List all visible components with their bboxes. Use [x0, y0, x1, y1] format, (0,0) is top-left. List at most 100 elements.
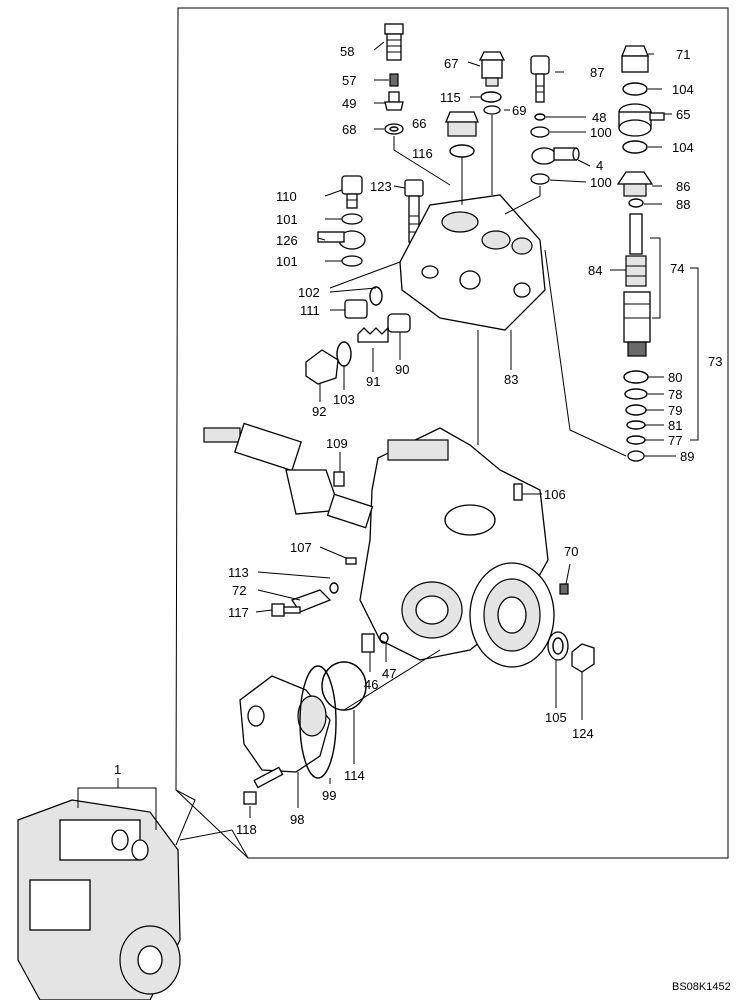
part-83-head-block [399, 194, 546, 331]
callout-65: 65 [676, 107, 690, 122]
part-101-washer-lower [341, 255, 363, 267]
callout-48: 48 [592, 110, 606, 125]
callout-57: 57 [342, 73, 356, 88]
part-46-valve [361, 633, 375, 653]
overview-pump-illustration [17, 799, 181, 1000]
part-92-plug [305, 349, 339, 385]
part-57-spring [389, 73, 399, 87]
part-77-oring [626, 435, 646, 445]
frame-outline [175, 7, 729, 859]
part-100-washer-lower [530, 173, 550, 185]
part-87-bolt [530, 55, 550, 103]
part-126-banjo [317, 230, 366, 250]
callout-92: 92 [312, 404, 326, 419]
callout-113: 113 [228, 565, 249, 580]
part-101-washer [341, 213, 363, 225]
part-100-washer [530, 126, 550, 138]
callout-115: 115 [440, 90, 461, 105]
callout-86: 86 [676, 179, 690, 194]
overview-bracket [77, 787, 157, 830]
callout-118: 118 [236, 822, 257, 837]
drive-flange [469, 562, 555, 668]
bracket-74 [650, 237, 661, 319]
part-67-plug [478, 51, 506, 87]
part-123-bolt [404, 179, 424, 243]
callout-111: 111 [300, 303, 320, 318]
part-105-washer [547, 631, 569, 661]
callout-49: 49 [342, 96, 356, 111]
part-111-plug [344, 299, 368, 319]
part-71-cap [621, 45, 649, 73]
part-91-spring [357, 326, 389, 343]
callout-109: 109 [326, 436, 348, 451]
callout-68: 68 [342, 122, 356, 137]
part-65-collar [618, 103, 665, 137]
callout-123: 123 [370, 179, 392, 194]
callout-71: 71 [676, 47, 690, 62]
overview-leader [175, 789, 196, 846]
bracket-73 [690, 267, 699, 441]
callout-101-lower: 101 [276, 254, 298, 269]
callout-79: 79 [668, 403, 682, 418]
callout-106: 106 [544, 487, 566, 502]
part-74-plunger-assembly [623, 213, 651, 357]
part-68-washer [384, 123, 404, 135]
part-118-bolt [243, 766, 284, 805]
callout-116: 116 [412, 146, 433, 161]
callout-103: 103 [333, 392, 355, 407]
callout-72: 72 [232, 583, 246, 598]
callout-117: 117 [228, 605, 249, 620]
drawing-code: BS08K1452 [672, 981, 731, 993]
part-114-oring [321, 661, 367, 711]
part-99-gasket [299, 665, 337, 779]
callout-78: 78 [668, 387, 682, 402]
part-116-oring [449, 144, 475, 158]
callout-89: 89 [680, 449, 694, 464]
part-115-oring [480, 91, 502, 103]
callout-98: 98 [290, 812, 304, 827]
part-78-oring [624, 388, 648, 400]
part-79-oring [625, 404, 647, 416]
part-89-washer [627, 450, 645, 462]
overview-label: 1 [114, 762, 121, 777]
callout-74: 74 [670, 261, 684, 276]
camshaft [203, 422, 374, 529]
callout-47: 47 [382, 666, 396, 681]
callout-104-lower: 104 [672, 140, 694, 155]
callout-80: 80 [668, 370, 682, 385]
callout-77: 77 [668, 433, 682, 448]
callout-66: 66 [412, 116, 426, 131]
callout-99: 99 [322, 788, 336, 803]
callout-69: 69 [512, 103, 526, 118]
callout-73: 73 [708, 354, 722, 369]
callout-107: 107 [290, 540, 312, 555]
callout-81: 81 [668, 418, 682, 433]
callout-90: 90 [395, 362, 409, 377]
part-113-oring [329, 582, 339, 594]
part-107-pin [345, 557, 357, 565]
callout-114: 114 [344, 768, 365, 783]
part-104-oring [622, 82, 648, 96]
callout-124: 124 [572, 726, 594, 741]
callout-70: 70 [564, 544, 578, 559]
callout-110: 110 [276, 189, 297, 204]
callout-100: 100 [590, 125, 612, 140]
part-47-oring [379, 632, 389, 644]
part-109-key [333, 471, 345, 487]
callout-101: 101 [276, 212, 298, 227]
part-58-connector [384, 23, 404, 61]
part-117-bolt [271, 603, 301, 617]
part-102-gasket [369, 286, 383, 306]
part-104-oring-lower [622, 140, 648, 154]
part-69-washer [483, 105, 501, 115]
callout-58: 58 [340, 44, 354, 59]
part-86-valve-holder [616, 171, 654, 197]
part-48-oring [534, 113, 546, 121]
part-4-banjo [531, 147, 580, 165]
callout-67: 67 [444, 56, 458, 71]
callout-4: 4 [596, 158, 603, 173]
part-90-sleeve [387, 313, 411, 333]
part-49-valve [384, 91, 404, 111]
part-81-oring [626, 420, 646, 430]
